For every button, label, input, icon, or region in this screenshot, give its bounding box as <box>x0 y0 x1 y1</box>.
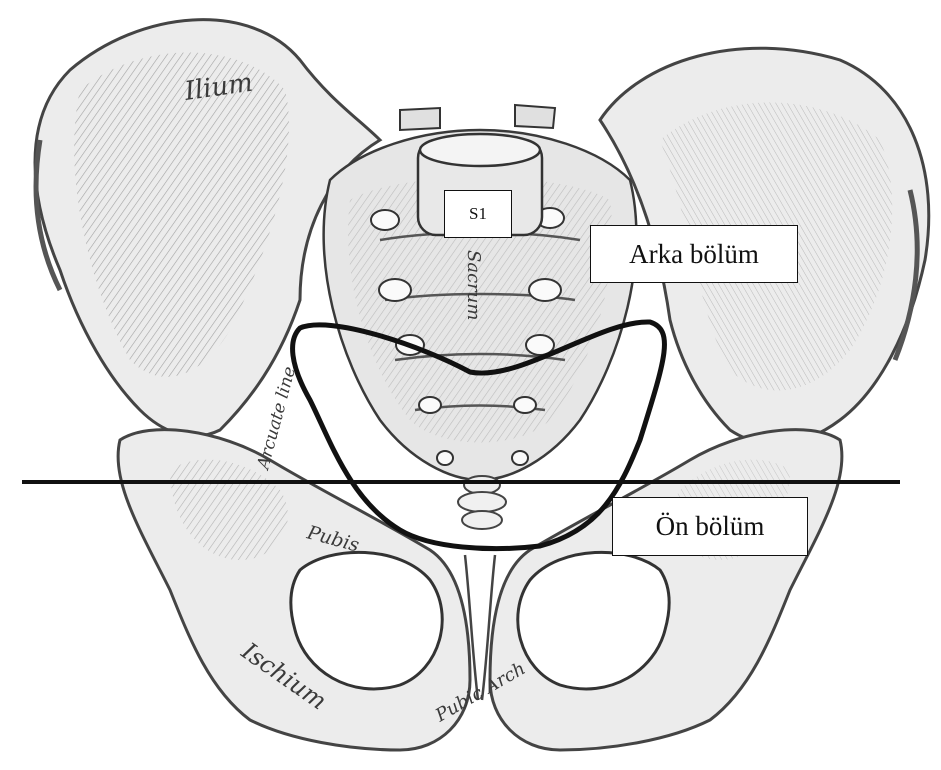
left-pubis-ischium <box>118 430 470 750</box>
anterior-section-label: Ön bölüm <box>656 511 765 542</box>
posterior-label-box: Arka bölüm <box>590 225 798 283</box>
right-pubis-ischium <box>490 430 842 750</box>
sacrum-label: Sacrum <box>463 250 484 320</box>
posterior-section-label: Arka bölüm <box>629 239 759 270</box>
s1-label-box: S1 <box>444 190 512 238</box>
anterior-label-box: Ön bölüm <box>612 497 808 556</box>
s1-label: S1 <box>469 204 487 224</box>
